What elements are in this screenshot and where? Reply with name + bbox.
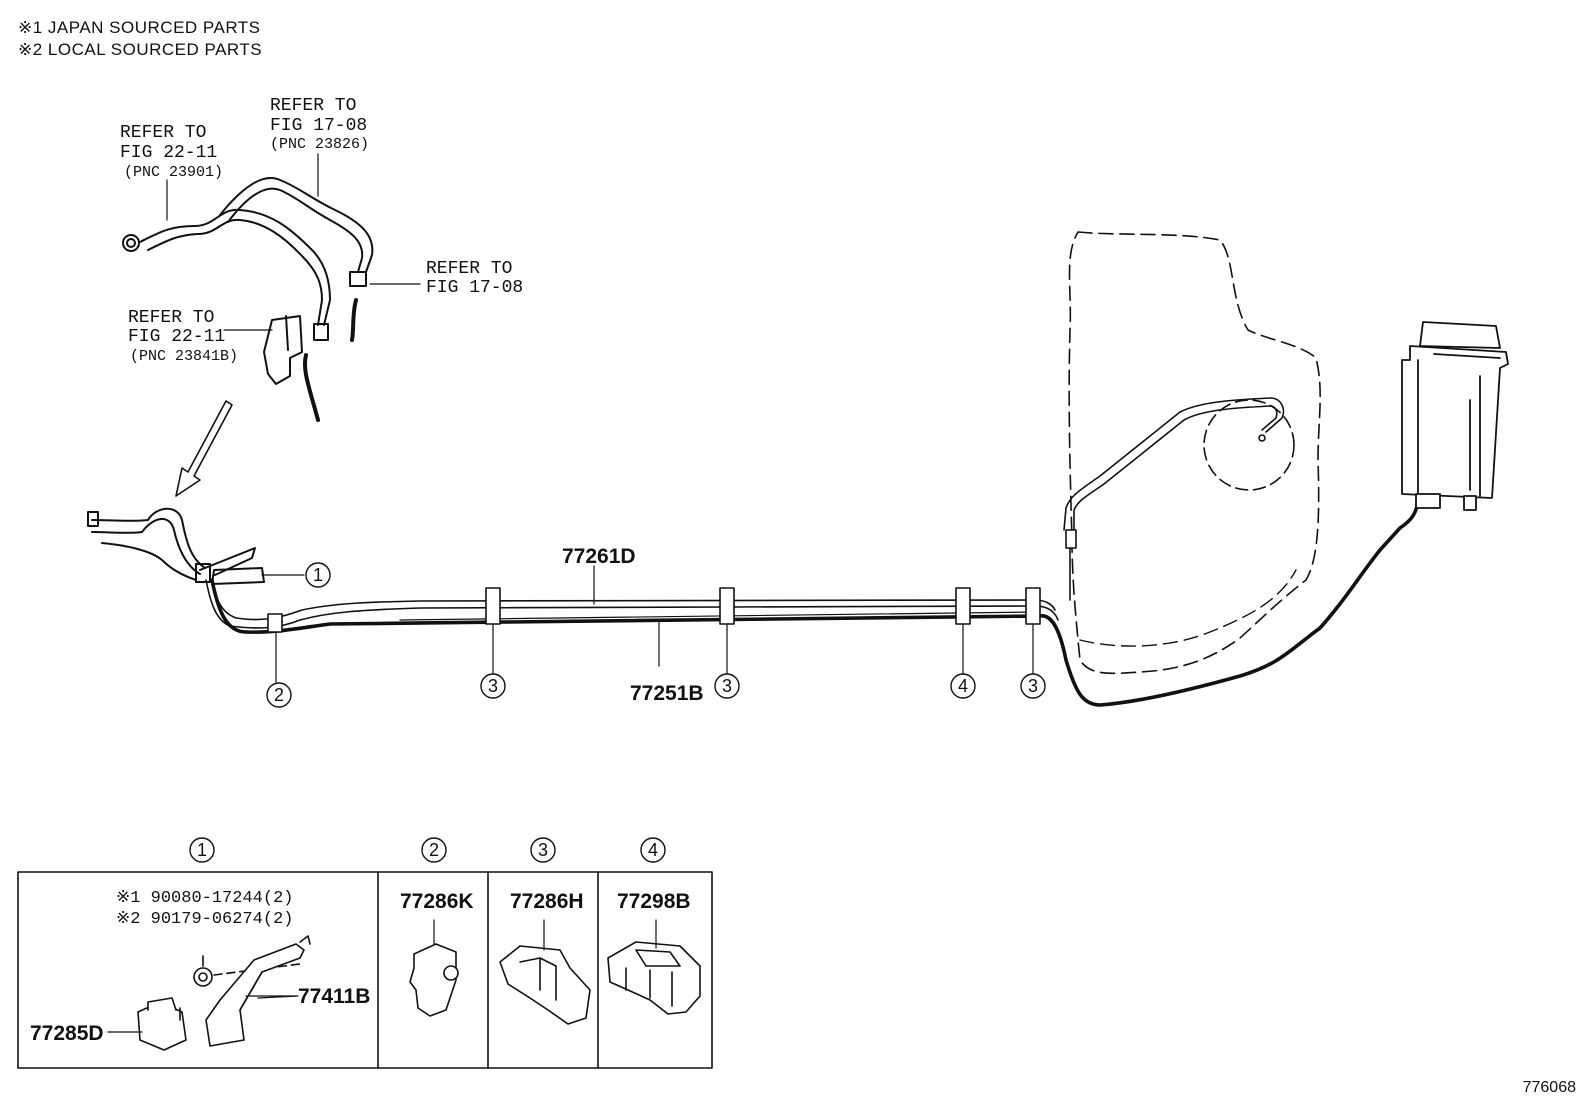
ref-fig22-11-hose-line1: REFER TO bbox=[120, 123, 206, 143]
upper-hoses bbox=[122, 177, 374, 422]
breather-line bbox=[1063, 397, 1285, 601]
callout-4-main bbox=[950, 673, 976, 699]
note-local-sourced: ※2 LOCAL SOURCED PARTS bbox=[18, 40, 263, 59]
callout-1-table bbox=[189, 837, 215, 863]
callout-2-table bbox=[421, 837, 447, 863]
callout-3-c bbox=[1020, 673, 1046, 699]
table-part-sketches bbox=[107, 919, 701, 1051]
ref-fig17-08-clip-line2: FIG 17-08 bbox=[426, 278, 523, 298]
bolt-local-sourced: ※2 90179-06274(2) bbox=[116, 910, 293, 929]
bolt-japan-sourced: ※1 90080-17244(2) bbox=[116, 889, 293, 908]
callout-2-main bbox=[266, 682, 292, 708]
fuel-tank-outline bbox=[1068, 231, 1321, 675]
note-japan-sourced: ※1 JAPAN SOURCED PARTS bbox=[18, 18, 261, 37]
ref-fig22-11-hose-line2: FIG 22-11 bbox=[120, 143, 217, 163]
callout-3-table-text: 3 bbox=[538, 840, 548, 860]
tank-inner-outline bbox=[1079, 569, 1297, 647]
ref-fig17-08-hose-line1: REFER TO bbox=[270, 96, 356, 116]
part-77286K: 77286K bbox=[400, 890, 474, 913]
direction-arrow bbox=[175, 400, 233, 497]
callout-circles bbox=[189, 562, 1046, 863]
callout-4-table-text: 4 bbox=[648, 840, 658, 860]
ref-fig22-11-connector-line2: FIG 22-11 bbox=[128, 327, 225, 347]
figure-id: 776068 bbox=[1523, 1079, 1576, 1096]
main-tube bbox=[205, 494, 1420, 707]
part-77261D: 77261D bbox=[562, 545, 636, 568]
ref-fig22-11-connector-line1: REFER TO bbox=[128, 308, 214, 328]
callout-1-table-text: 1 bbox=[197, 840, 207, 860]
callout-2-main-text: 2 bbox=[274, 685, 284, 705]
callout-3-b-text: 3 bbox=[722, 676, 732, 696]
ref-fig17-08-hose-line2: FIG 17-08 bbox=[270, 116, 367, 136]
fuel-pump-outline bbox=[1203, 399, 1295, 491]
callout-3-table bbox=[530, 837, 556, 863]
ref-fig17-08-hose-line3: (PNC 23826) bbox=[270, 136, 369, 153]
part-77285D: 77285D bbox=[30, 1022, 104, 1045]
charcoal-canister bbox=[1401, 321, 1509, 511]
callout-3-a bbox=[480, 673, 506, 699]
callout-3-b bbox=[714, 673, 740, 699]
part-77298B: 77298B bbox=[617, 890, 691, 913]
ref-fig17-08-clip-line1: REFER TO bbox=[426, 259, 512, 279]
left-fittings bbox=[87, 507, 265, 585]
callout-4-main-text: 4 bbox=[958, 676, 968, 696]
ref-leaders bbox=[166, 153, 421, 331]
ref-fig22-11-connector-line3: (PNC 23841B) bbox=[130, 348, 238, 365]
parts-table bbox=[17, 871, 713, 1069]
ref-fig22-11-hose-line3: (PNC 23901) bbox=[124, 164, 223, 181]
part-77411B: 77411B bbox=[298, 985, 370, 1008]
callout-4-table bbox=[640, 837, 666, 863]
callout-1-main-text: 1 bbox=[313, 565, 323, 585]
callout-3-c-text: 3 bbox=[1028, 676, 1038, 696]
part-77251B: 77251B bbox=[630, 682, 704, 705]
callout-3-a-text: 3 bbox=[488, 676, 498, 696]
part-77286H: 77286H bbox=[510, 890, 584, 913]
callout-2-table-text: 2 bbox=[429, 840, 439, 860]
callout-leaders bbox=[261, 565, 1034, 683]
tube-clamps bbox=[267, 587, 1041, 633]
callout-1-main bbox=[305, 562, 331, 588]
